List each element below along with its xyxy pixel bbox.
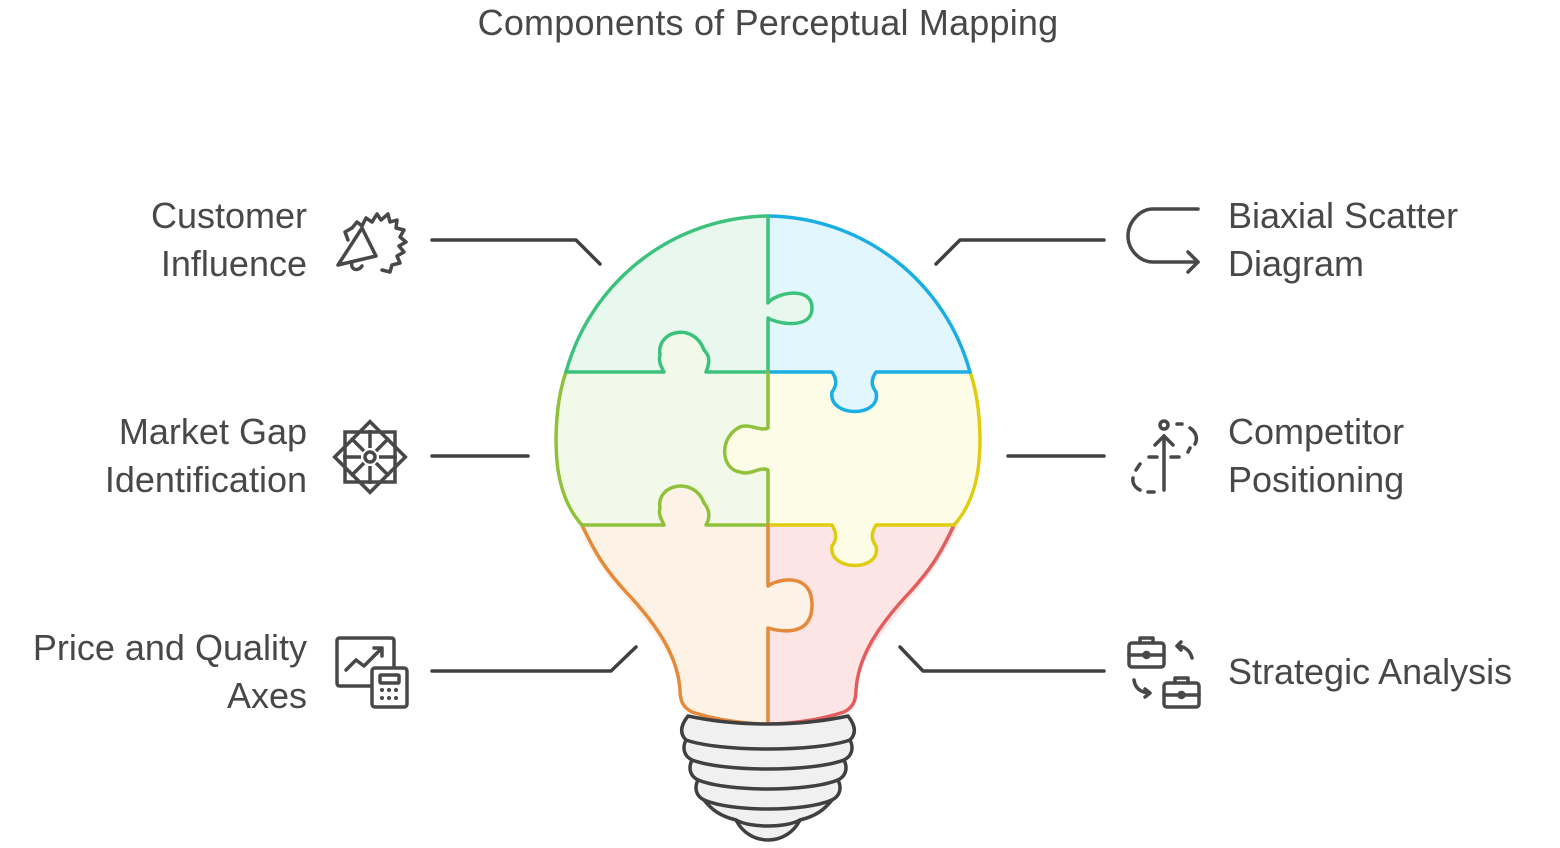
label-market-gap-identification: Market Gap Identification [105, 408, 307, 504]
label-line: Customer [150, 195, 307, 236]
connectors [430, 238, 1106, 673]
label-price-and-quality-axes: Price and Quality Axes [33, 624, 307, 720]
label-competitor-positioning: Competitor Positioning [1228, 408, 1404, 504]
label-line: Positioning [1228, 459, 1405, 500]
connector-customer-influence [430, 238, 602, 266]
label-line: Influence [160, 243, 307, 284]
chart-calculator-icon [335, 636, 409, 709]
puzzle-fills [557, 216, 979, 724]
dashed-path-arrow-icon [1131, 419, 1199, 494]
label-line: Biaxial Scatter [1228, 195, 1459, 236]
piece-market-gap [557, 332, 768, 525]
u-turn-arrow-icon [1126, 207, 1200, 274]
label-line: Identification [104, 459, 307, 500]
label-line: Price and Quality [32, 627, 307, 668]
megaphone-badge-icon [336, 212, 408, 274]
puzzle-seams [564, 214, 972, 726]
diagram-title: Components of Perceptual Mapping [477, 2, 1059, 43]
bulb-screw-base [680, 714, 856, 842]
label-line: Strategic Analysis [1228, 651, 1513, 692]
label-line: Axes [226, 675, 307, 716]
briefcase-swap-icon [1127, 636, 1201, 709]
connector-biaxial-scatter [934, 238, 1106, 266]
label-line: Competitor [1228, 411, 1405, 452]
label-customer-influence: Customer Influence [151, 192, 307, 288]
bulb-outline [554, 214, 982, 726]
label-biaxial-scatter-diagram: Biaxial Scatter Diagram [1228, 192, 1458, 288]
label-line: Diagram [1228, 243, 1365, 284]
octagram-arrows-icon [332, 419, 408, 495]
piece-competitor [724, 372, 979, 566]
connector-strategic-analysis [898, 645, 1106, 673]
label-line: Market Gap [118, 411, 307, 452]
connector-price-quality [430, 645, 638, 673]
piece-strategic-analysis [768, 525, 979, 724]
label-strategic-analysis: Strategic Analysis [1228, 648, 1512, 696]
